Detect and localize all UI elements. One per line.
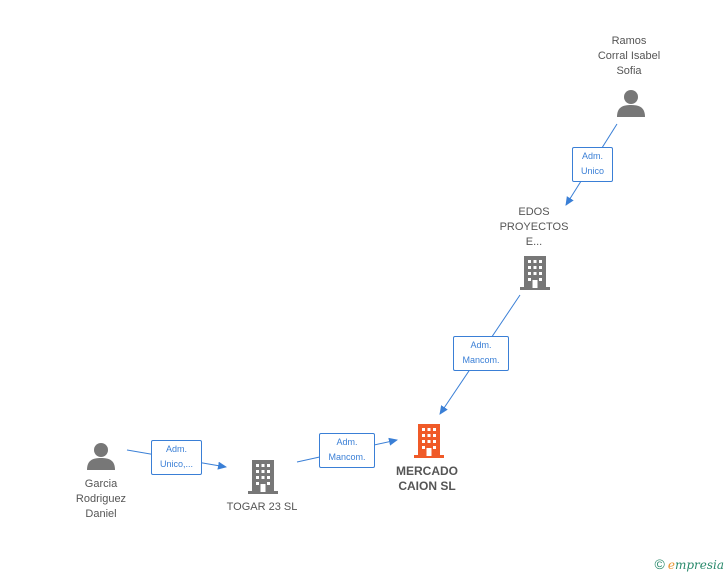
person-icon[interactable] xyxy=(617,90,645,117)
node-label-ramos[interactable]: Ramos Corral Isabel Sofia xyxy=(597,35,661,77)
building-icon[interactable] xyxy=(248,460,278,494)
copyright-symbol: © xyxy=(654,556,665,572)
person-icon[interactable] xyxy=(87,443,115,470)
node-label-mercado[interactable]: MERCADO CAION SL xyxy=(396,464,458,493)
edge-label-edos-mercado: Adm. Mancom. xyxy=(453,336,509,371)
footer-brand: ©empresia xyxy=(655,556,725,572)
brand-logo: empresia xyxy=(667,558,724,572)
edge-label-garcia-togar: Adm. Unico,... xyxy=(151,440,202,475)
edge-label-togar-mercado: Adm. Mancom. xyxy=(319,433,375,468)
node-label-garcia[interactable]: Garcia Rodriguez Daniel xyxy=(75,478,127,520)
node-label-togar[interactable]: TOGAR 23 SL xyxy=(226,501,298,513)
edge-label-ramos-edos: Adm. Unico xyxy=(572,147,613,182)
building-icon[interactable] xyxy=(520,256,550,290)
node-label-edos[interactable]: EDOS PROYECTOS E... xyxy=(499,206,569,248)
building-icon[interactable] xyxy=(414,424,444,458)
